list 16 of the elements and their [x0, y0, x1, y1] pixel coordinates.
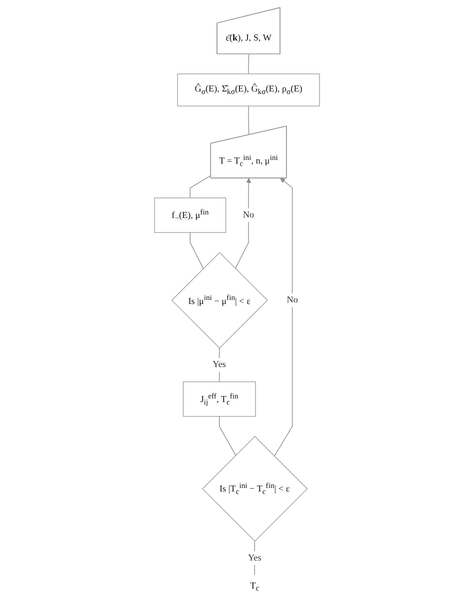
edge-label: No [286, 294, 298, 304]
node-diamond: Is |μ$^{ini}$ − μ$^{fin}$| < ε [171, 252, 268, 348]
arrow [274, 177, 293, 456]
edge-label: No [242, 210, 254, 220]
connector [248, 53, 250, 74]
connector [190, 232, 204, 268]
arrow [235, 177, 252, 268]
edge-label: Yes [212, 359, 226, 370]
connector [219, 416, 236, 456]
connector [190, 174, 212, 198]
connector [248, 105, 250, 135]
node-box: f$_{−}$(E), μ$^{fin}$ [154, 197, 226, 232]
node-text: T$_{c}$ [250, 580, 260, 592]
edge-label: Yes [248, 552, 262, 562]
node-diamond: Is |T$_{c}$$^{ini}$ − T$_{c}$$^{fin}$| < ε [202, 436, 308, 542]
node-box: Ĝ$_{σ}$(E), Σ̂$_{kσ}$(E), Ĝ$_{kσ}$(E), ρ$_{σ}$(E) [177, 73, 320, 106]
